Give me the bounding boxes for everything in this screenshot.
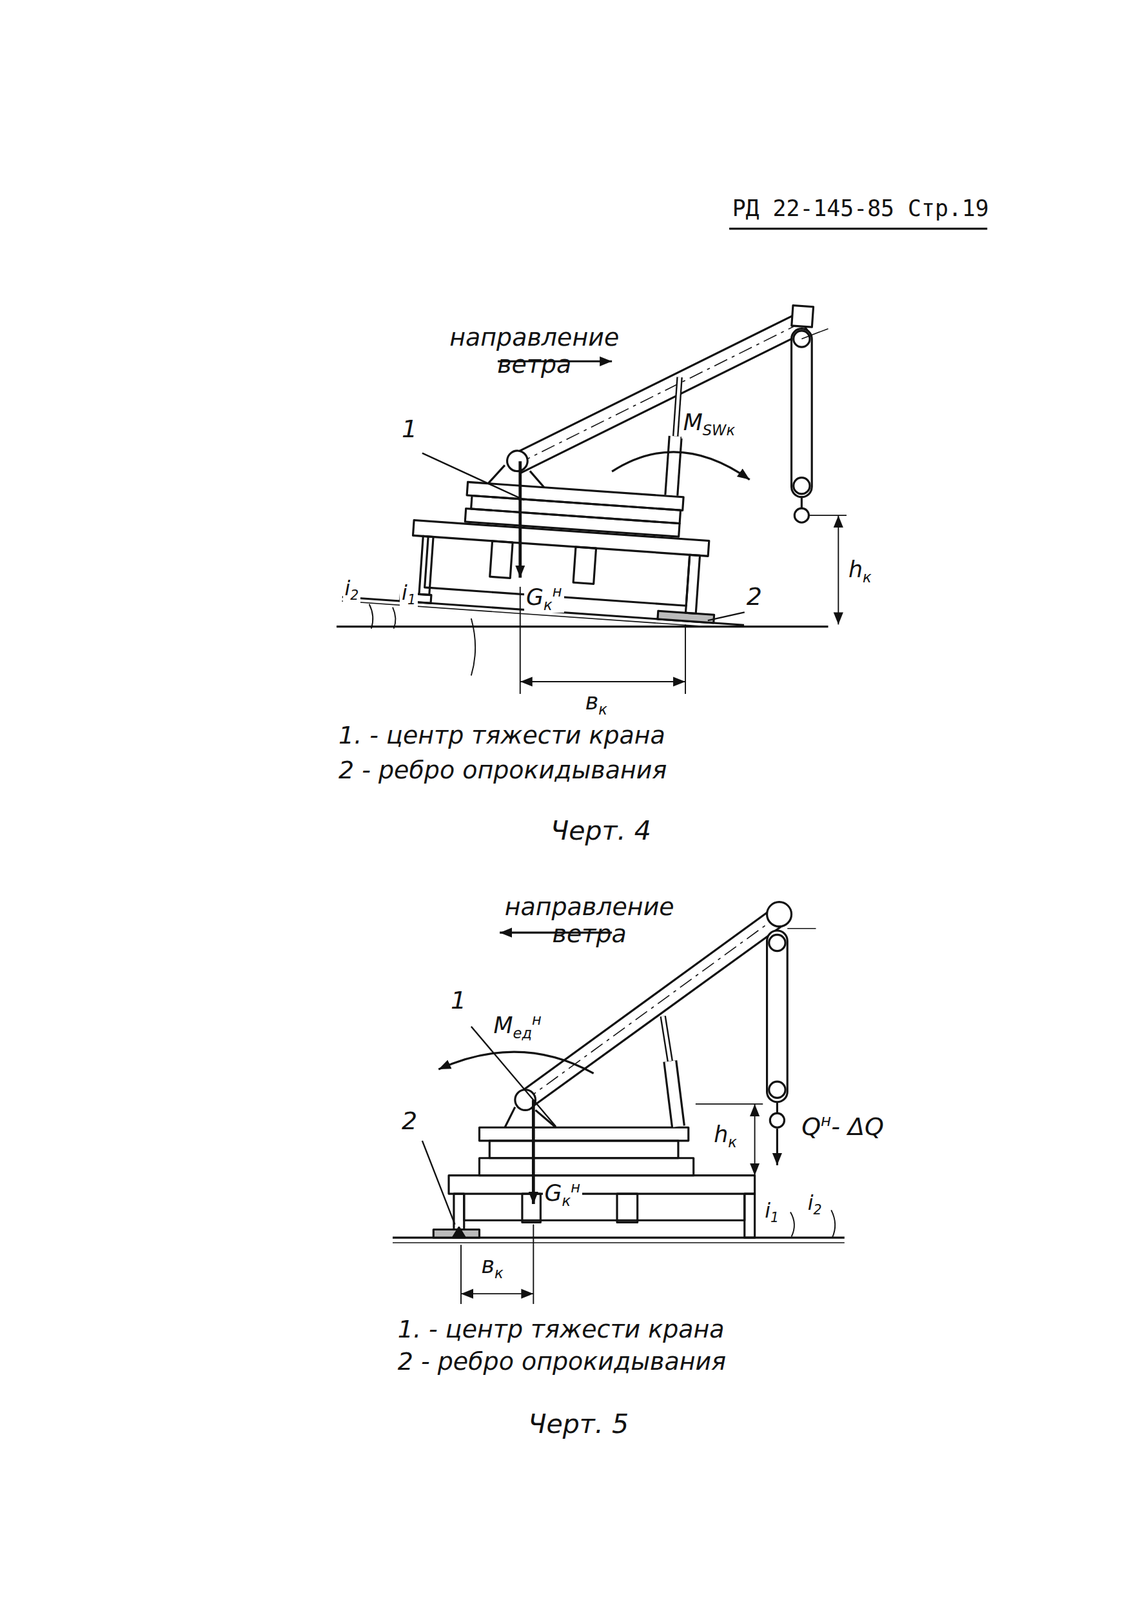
angle-label: i2 bbox=[343, 577, 362, 603]
text-part: в bbox=[480, 1252, 495, 1278]
text-part: h bbox=[848, 556, 863, 583]
text-part: 2 - ребро опрокидывания bbox=[338, 755, 667, 784]
text-part: н bbox=[531, 1010, 542, 1028]
leader-line bbox=[422, 453, 525, 501]
text-part: 1 bbox=[770, 1210, 779, 1226]
weight-label: Gкн bbox=[524, 583, 564, 613]
load-label: Qн- ΔQ bbox=[799, 1111, 886, 1140]
text-part: i bbox=[764, 1198, 771, 1222]
wind-direction: направление ветра bbox=[430, 324, 639, 379]
text-part: к bbox=[494, 1264, 504, 1282]
dimension-line bbox=[837, 515, 839, 625]
text-part: G bbox=[526, 583, 544, 610]
angle-arc bbox=[392, 607, 396, 629]
hoist bbox=[791, 328, 829, 523]
dimension-line bbox=[520, 680, 686, 683]
angle-arc bbox=[790, 1212, 795, 1237]
text-part: 2 bbox=[746, 582, 763, 611]
angle-label: i1 bbox=[762, 1199, 781, 1225]
text-part: Черт. 4 bbox=[550, 814, 652, 846]
callout-number: 2 bbox=[744, 583, 765, 611]
text-part: h bbox=[713, 1121, 728, 1147]
callout-number: 1 bbox=[399, 415, 420, 443]
extension-line bbox=[695, 1103, 763, 1105]
text-part: i bbox=[807, 1190, 814, 1215]
leader-line bbox=[422, 1140, 456, 1225]
moment-arc bbox=[611, 451, 750, 480]
header-underline bbox=[729, 227, 988, 230]
extension-line bbox=[809, 514, 847, 516]
text-part: i bbox=[401, 580, 408, 605]
text-part: - ΔQ bbox=[831, 1112, 884, 1141]
text-part: 1 bbox=[450, 985, 467, 1015]
text-part: i bbox=[344, 576, 351, 600]
dimension-label: вк bbox=[583, 689, 610, 718]
legend-note: 2 - ребро опрокидывания bbox=[336, 756, 669, 784]
legend-note: 2 - ребро опрокидывания bbox=[395, 1348, 728, 1376]
extension-line bbox=[519, 586, 521, 694]
text-part: РД 22-145-85 Стр.19 bbox=[732, 195, 990, 222]
text-part: SWк bbox=[702, 421, 735, 439]
angle-arc bbox=[471, 618, 476, 676]
text-part: 2 - ребро опрокидывания bbox=[397, 1346, 726, 1376]
text-part: 1 bbox=[407, 591, 416, 608]
angle-arc bbox=[831, 1209, 835, 1238]
moment-label: MSWк bbox=[681, 410, 737, 439]
text-part: к bbox=[543, 595, 553, 613]
text-part: к bbox=[862, 568, 872, 586]
text-part: н bbox=[552, 582, 563, 600]
angle-arc bbox=[369, 604, 374, 629]
text-part: 2 bbox=[350, 588, 359, 604]
text-part: к bbox=[727, 1133, 737, 1151]
extension-line bbox=[460, 1244, 462, 1304]
text-part: к bbox=[598, 700, 608, 718]
extension-line bbox=[532, 1224, 534, 1304]
gravity-arrow bbox=[531, 1099, 536, 1204]
callout-number: 2 bbox=[399, 1107, 420, 1135]
text-part: 2 bbox=[813, 1201, 822, 1218]
dimension-label: hк bbox=[846, 557, 874, 586]
text-part: M bbox=[683, 409, 703, 436]
text-part: н bbox=[820, 1110, 832, 1130]
angle-label: i2 bbox=[805, 1191, 824, 1218]
text-part: ед bbox=[513, 1024, 533, 1042]
figure-caption: Черт. 4 bbox=[548, 816, 654, 846]
text-part: M bbox=[493, 1012, 513, 1039]
level-crane bbox=[433, 901, 816, 1238]
tilted-crane bbox=[341, 275, 814, 633]
load-arrow bbox=[776, 1128, 779, 1166]
dimension-label: вк bbox=[479, 1252, 505, 1282]
text-part: направление ветра bbox=[449, 323, 619, 379]
weight-label: Gкн bbox=[542, 1179, 583, 1209]
text-part: к bbox=[562, 1191, 572, 1209]
dimension-label: hк bbox=[711, 1121, 739, 1151]
text-part: 1. - центр тяжести крана bbox=[338, 720, 666, 750]
text-part: 1 bbox=[401, 414, 418, 443]
page-header: РД 22-145-85 Стр.19 bbox=[730, 196, 991, 221]
horizontal-line bbox=[336, 625, 828, 628]
text-part: Черт. 5 bbox=[528, 1408, 629, 1440]
text-part: в bbox=[585, 688, 599, 715]
text-part: направление ветра bbox=[504, 892, 675, 948]
text-part: н bbox=[570, 1178, 581, 1196]
dimension-line bbox=[460, 1292, 534, 1294]
callout-number: 1 bbox=[448, 987, 469, 1015]
moment-arc bbox=[438, 1051, 594, 1073]
ground-line bbox=[392, 1241, 845, 1244]
dimension-line bbox=[754, 1103, 756, 1176]
wind-direction: направление ветра bbox=[485, 893, 694, 948]
leader-line bbox=[471, 1026, 556, 1127]
gravity-arrow bbox=[518, 460, 522, 578]
moment-label: Mедн bbox=[491, 1011, 543, 1041]
angle-label: i1 bbox=[399, 581, 418, 608]
extension-line bbox=[684, 624, 686, 694]
text-part: G bbox=[544, 1179, 563, 1206]
legend-note: 1. - центр тяжести крана bbox=[336, 722, 668, 750]
text-part: 1. - центр тяжести крана bbox=[397, 1314, 725, 1343]
leader-line bbox=[707, 611, 745, 621]
text-part: Q bbox=[801, 1112, 821, 1141]
legend-note: 1. - центр тяжести крана bbox=[395, 1315, 727, 1343]
text-part: 2 bbox=[401, 1106, 418, 1135]
figure-caption: Черт. 5 bbox=[526, 1409, 631, 1439]
